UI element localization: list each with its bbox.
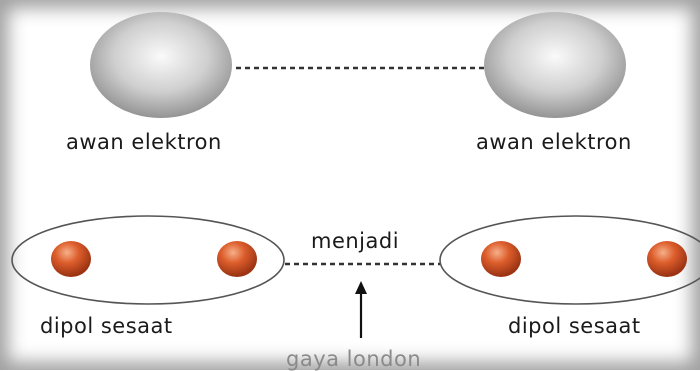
dipole-left-label: dipol sesaat (40, 314, 173, 338)
charge-right-a (481, 241, 521, 277)
transition-label: menjadi (311, 229, 400, 253)
up-arrow-head-icon (355, 281, 367, 294)
dipole-outline-left (11, 215, 285, 305)
dipole-right-label: dipol sesaat (508, 314, 641, 338)
electron-cloud-left-label: awan elektron (66, 130, 222, 154)
charge-left-a (51, 241, 91, 277)
london-force-label: gaya london (286, 347, 422, 371)
charge-left-b (217, 241, 257, 277)
electron-cloud-right (484, 12, 626, 118)
electron-cloud-left (90, 12, 232, 118)
dipole-outline-right (439, 215, 700, 305)
charge-right-b (647, 241, 687, 277)
electron-cloud-right-label: awan elektron (476, 130, 632, 154)
